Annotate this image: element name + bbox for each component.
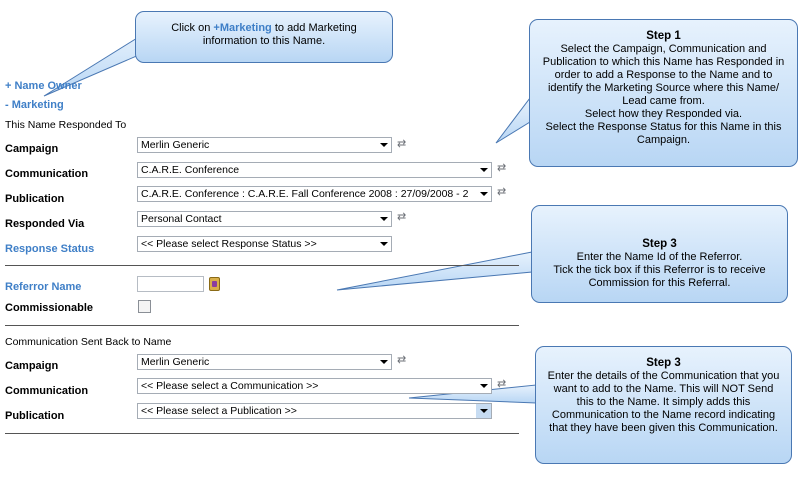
step3a-title: Step 3 (642, 238, 677, 250)
responded-campaign-value: Merlin Generic (141, 139, 210, 151)
responded-communication-select[interactable]: C.A.R.E. Conference (137, 162, 492, 178)
swap-arrows-icon[interactable]: ⇄ (397, 354, 407, 366)
step3a-line2: Tick the tick box if this Referror is to… (553, 264, 766, 289)
step3-communication-callout: Step 3 Enter the details of the Communic… (535, 346, 792, 464)
responded-via-value: Personal Contact (141, 213, 222, 225)
commissionable-checkbox[interactable] (138, 300, 151, 313)
responded-via-label: Responded Via (5, 218, 85, 230)
chevron-down-icon (476, 404, 491, 418)
responded-publication-select[interactable]: C.A.R.E. Conference : C.A.R.E. Fall Conf… (137, 186, 492, 202)
step1-callout: Step 1 Select the Campaign, Communicatio… (529, 19, 798, 167)
step3a-line1: Enter the Name Id of the Referror. (576, 251, 743, 263)
callout-text: information to this Name. (202, 35, 326, 47)
sent-back-communication-select[interactable]: << Please select a Communication >> (137, 378, 492, 394)
sent-back-campaign-label: Campaign (5, 360, 59, 372)
step3b-body: Enter the details of the Communication t… (547, 370, 780, 434)
callout-text: to add Marketing (271, 22, 357, 34)
responded-heading: This Name Responded To (5, 119, 127, 131)
sent-back-heading: Communication Sent Back to Name (5, 336, 172, 348)
section-divider (5, 265, 519, 266)
swap-arrows-icon[interactable]: ⇄ (497, 162, 507, 174)
step1-line2: Select how they Responded via. (584, 108, 743, 120)
swap-arrows-icon[interactable]: ⇄ (497, 378, 507, 390)
swap-arrows-icon[interactable]: ⇄ (397, 211, 407, 223)
step1-body: Select the Campaign, Communication and P… (542, 43, 785, 107)
responded-publication-value: C.A.R.E. Conference : C.A.R.E. Fall Conf… (141, 188, 469, 200)
sent-back-publication-select[interactable]: << Please select a Publication >> (137, 403, 492, 419)
name-owner-toggle[interactable]: + Name Owner (5, 80, 82, 92)
commissionable-label: Commissionable (5, 302, 94, 314)
response-status-label: Response Status (5, 243, 95, 255)
sent-back-campaign-select[interactable]: Merlin Generic (137, 354, 392, 370)
responded-campaign-label: Campaign (5, 143, 59, 155)
sent-back-communication-label: Communication (5, 385, 89, 397)
responded-via-select[interactable]: Personal Contact (137, 211, 392, 227)
chevron-down-icon (376, 212, 391, 226)
chevron-down-icon (476, 379, 491, 393)
section-divider (5, 325, 519, 326)
referror-name-label: Referror Name (5, 281, 82, 293)
step3b-title: Step 3 (646, 357, 681, 369)
step1-title: Step 1 (646, 30, 681, 42)
chevron-down-icon (376, 237, 391, 251)
swap-arrows-icon[interactable]: ⇄ (497, 186, 507, 198)
marketing-callout: Click on +Marketing to add Marketing inf… (135, 11, 393, 63)
marketing-callout-link: +Marketing (213, 22, 272, 34)
marketing-toggle[interactable]: - Marketing (5, 99, 64, 111)
responded-communication-label: Communication (5, 168, 89, 180)
referror-name-input[interactable] (137, 276, 204, 292)
response-status-value: << Please select Response Status >> (141, 238, 317, 250)
step1-line3: Select the Response Status for this Name… (545, 121, 782, 146)
responded-communication-value: C.A.R.E. Conference (141, 164, 240, 176)
chevron-down-icon (376, 355, 391, 369)
chevron-down-icon (476, 187, 491, 201)
section-divider (5, 433, 519, 434)
sent-back-communication-value: << Please select a Communication >> (141, 380, 319, 392)
sent-back-publication-value: << Please select a Publication >> (141, 405, 297, 417)
sent-back-campaign-value: Merlin Generic (141, 356, 210, 368)
callout-text: Click on (171, 22, 214, 34)
swap-arrows-icon[interactable]: ⇄ (397, 138, 407, 150)
chevron-down-icon (476, 163, 491, 177)
step3-referror-callout: Step 3 Enter the Name Id of the Referror… (531, 205, 788, 303)
chevron-down-icon (376, 138, 391, 152)
step1-callout-pointer (495, 96, 531, 144)
step3a-callout-pointer (336, 251, 533, 291)
responded-campaign-select[interactable]: Merlin Generic (137, 137, 392, 153)
response-status-select[interactable]: << Please select Response Status >> (137, 236, 392, 252)
responded-publication-label: Publication (5, 193, 65, 205)
sent-back-publication-label: Publication (5, 410, 65, 422)
address-book-icon[interactable] (209, 277, 220, 291)
